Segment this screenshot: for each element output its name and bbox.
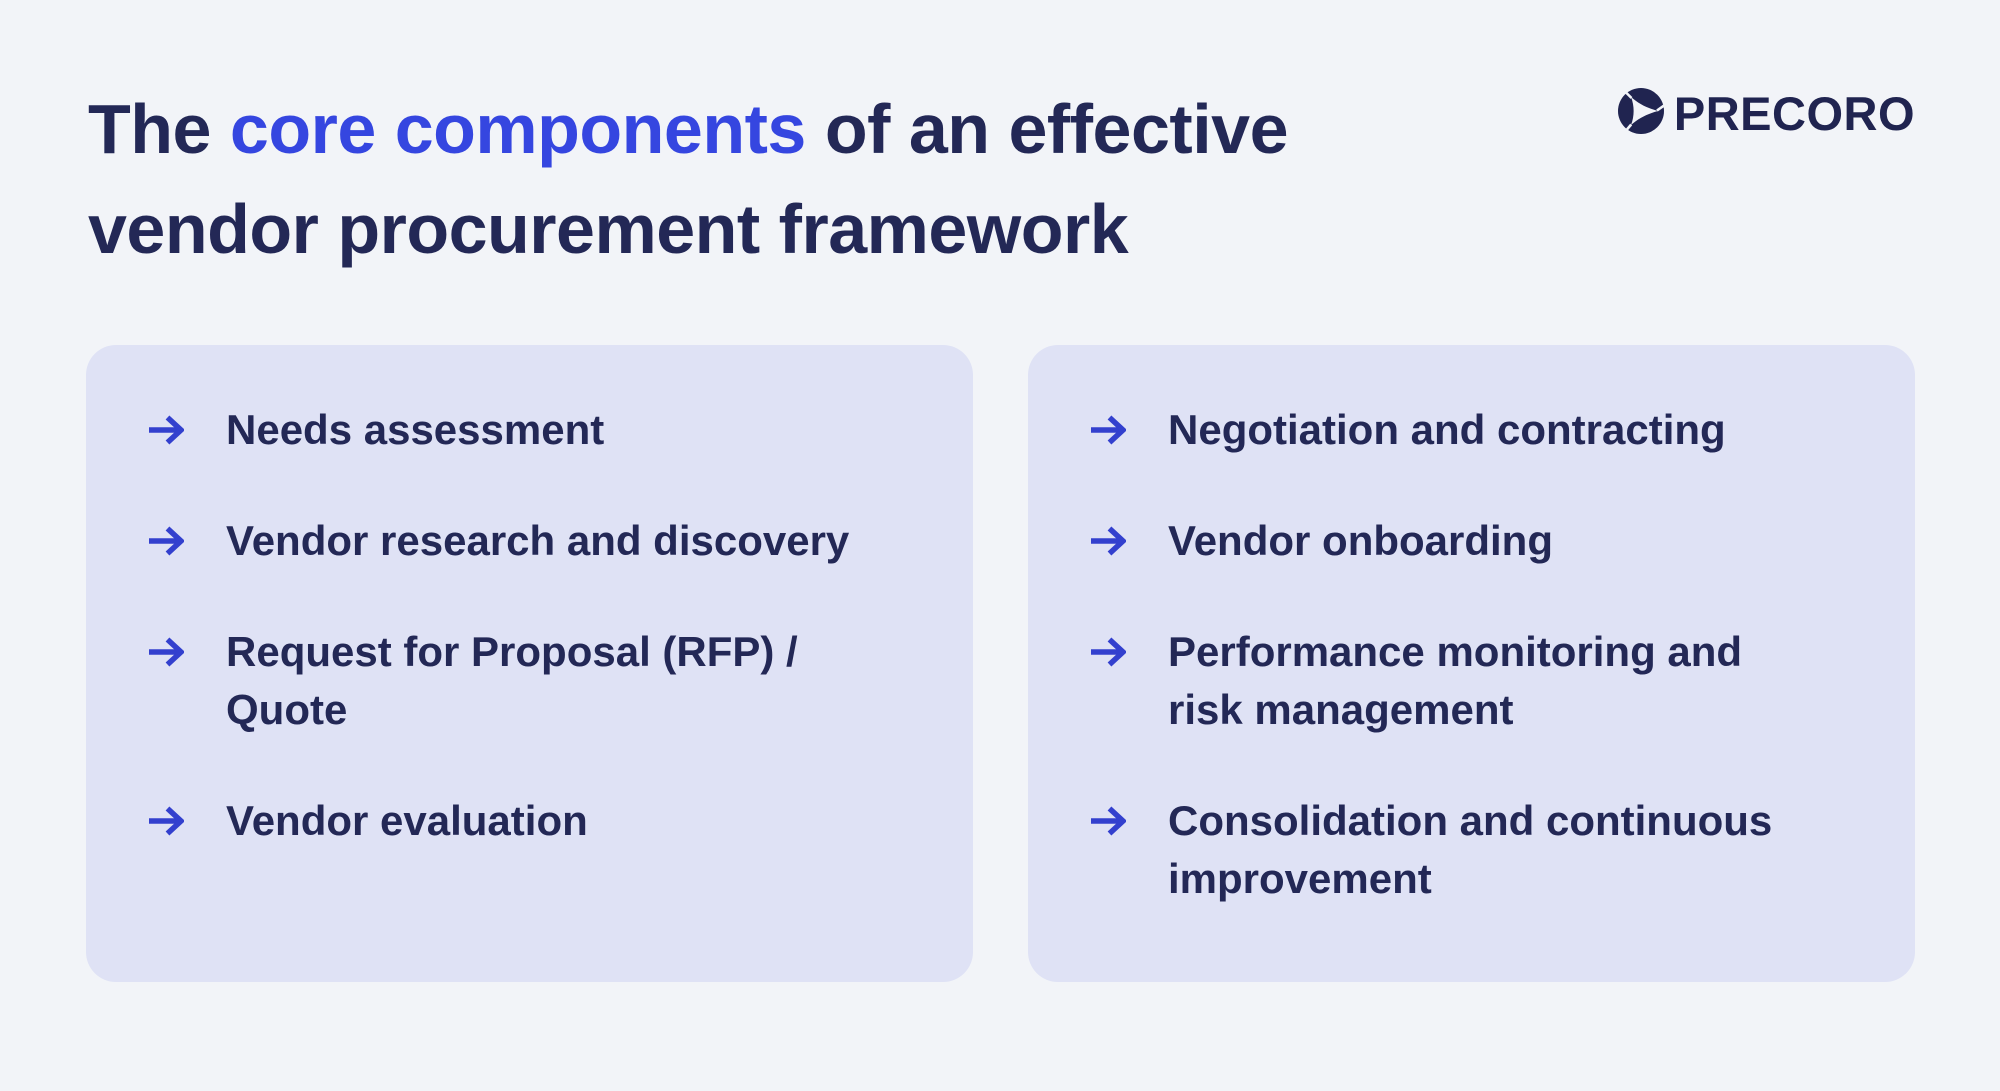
right-arrow-icon <box>1090 636 1128 673</box>
card-left: Needs assessment Vendor research and dis… <box>86 345 973 982</box>
list-item: Vendor onboarding <box>1090 512 1879 570</box>
page-title: The core components of an effective vend… <box>88 79 1289 279</box>
list-item-label: Vendor research and discovery <box>226 517 850 564</box>
list-item-label: Request for Proposal (RFP) / Quote <box>226 628 798 733</box>
brand-wordmark: PRECORO <box>1673 87 1915 140</box>
card-left-list: Needs assessment Vendor research and dis… <box>148 401 937 850</box>
list-item-label: Negotiation and contracting <box>1168 406 1726 453</box>
list-item: Performance monitoring and risk manageme… <box>1090 623 1879 739</box>
right-arrow-icon <box>148 525 186 562</box>
title-part2: of an effective <box>824 90 1289 168</box>
card-right: Negotiation and contracting Vendor onboa… <box>1028 345 1915 982</box>
right-arrow-icon <box>148 805 186 842</box>
right-arrow-icon <box>148 414 186 451</box>
title-part1: The <box>88 90 211 168</box>
right-arrow-icon <box>1090 525 1128 562</box>
right-arrow-icon <box>1090 805 1128 842</box>
list-item: Request for Proposal (RFP) / Quote <box>148 623 937 739</box>
list-item-label: Needs assessment <box>226 406 605 453</box>
right-arrow-icon <box>148 636 186 673</box>
list-item: Negotiation and contracting <box>1090 401 1879 459</box>
list-item: Consolidation and continuous improvement <box>1090 792 1879 908</box>
right-arrow-icon <box>1090 414 1128 451</box>
list-item-label: Vendor evaluation <box>226 797 588 844</box>
list-item: Vendor research and discovery <box>148 512 937 570</box>
title-highlight: core components <box>229 90 806 168</box>
list-item: Needs assessment <box>148 401 937 459</box>
list-item-label: Performance monitoring and risk manageme… <box>1168 628 1743 733</box>
card-right-list: Negotiation and contracting Vendor onboa… <box>1090 401 1879 908</box>
title-line2: vendor procurement framework <box>88 190 1129 268</box>
list-item-label: Vendor onboarding <box>1168 517 1553 564</box>
precoro-logo-icon <box>1617 88 1665 139</box>
brand-logo: PRECORO <box>1617 86 1915 141</box>
list-item: Vendor evaluation <box>148 792 937 850</box>
list-item-label: Consolidation and continuous improvement <box>1168 797 1773 902</box>
